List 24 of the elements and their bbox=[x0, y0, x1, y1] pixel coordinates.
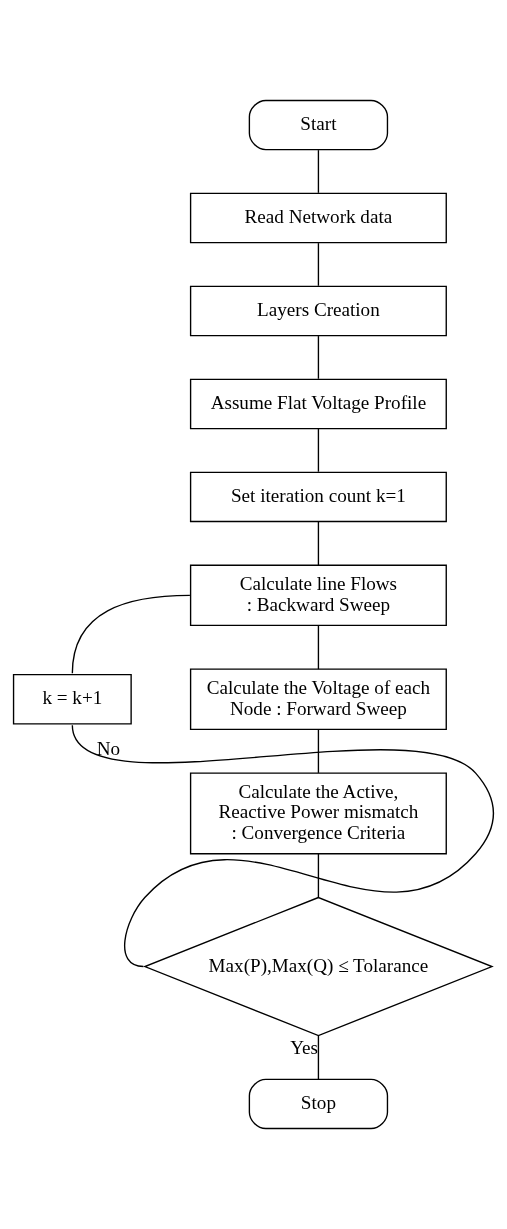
node-box: k = k+1 bbox=[12, 673, 132, 725]
connector bbox=[71, 724, 495, 968]
node-box: Calculate the Voltage of each Node : Forward Sweep bbox=[189, 668, 447, 731]
node-box: Start bbox=[248, 99, 389, 151]
node-box: Calculate the Active, Reactive Power mismatch : Convergence Criteria bbox=[189, 772, 447, 855]
edge-label: No bbox=[96, 738, 121, 760]
connector bbox=[317, 149, 320, 194]
node-box: Layers Creation bbox=[189, 285, 447, 337]
node-box: Stop bbox=[248, 1078, 389, 1130]
node-box: Read Network data bbox=[189, 192, 447, 244]
connector bbox=[71, 594, 191, 674]
node-box: Calculate line Flows : Backward Sweep bbox=[189, 564, 447, 627]
connector bbox=[317, 335, 320, 380]
connector bbox=[317, 624, 320, 670]
connector bbox=[317, 428, 320, 473]
node-box: Assume Flat Voltage Profile bbox=[189, 378, 447, 430]
connector bbox=[317, 242, 320, 287]
node-diamond: Max(P),Max(Q) ≤ Tolarance bbox=[143, 896, 494, 1037]
edge-label: Yes bbox=[290, 1036, 318, 1058]
node-box: Set iteration count k=1 bbox=[189, 471, 447, 523]
connector bbox=[317, 729, 320, 774]
connector bbox=[317, 521, 320, 566]
connector bbox=[317, 853, 320, 898]
connector bbox=[317, 1034, 320, 1080]
